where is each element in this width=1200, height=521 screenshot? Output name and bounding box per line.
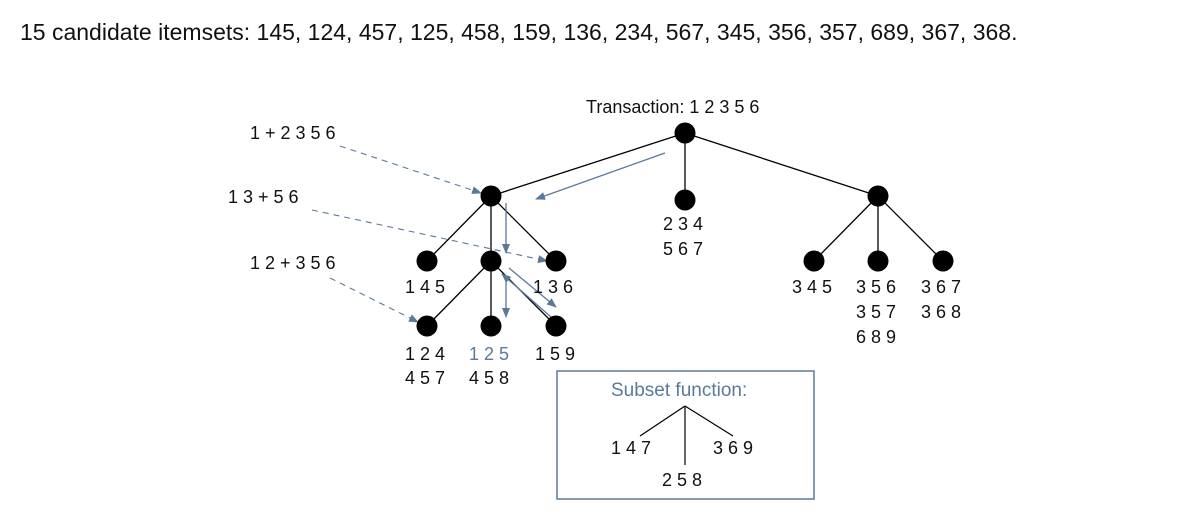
arrow-prefix-12: [329, 277, 419, 323]
edge-lm-l: [426, 260, 492, 327]
arrow-root-to-left: [535, 152, 666, 200]
node-367: [932, 250, 954, 272]
subset-branch-147: 1 4 7: [611, 438, 652, 458]
leaf-145: 1 4 5: [405, 277, 446, 297]
leaf-234-line2: 5 6 7: [663, 239, 704, 259]
prefix-label-12: 1 2 + 3 5 6: [250, 253, 336, 273]
subset-function-box: [556, 370, 815, 500]
node-145: [416, 250, 438, 272]
leaf-356-line1: 3 5 6: [856, 277, 897, 297]
edge-r-l: [813, 195, 879, 262]
subset-branch-right: [684, 405, 734, 437]
subset-branches: [639, 405, 734, 465]
prefix-arrows: [311, 145, 548, 323]
leaf-367-line2: 3 6 8: [921, 302, 962, 322]
edge-l-r: [490, 195, 557, 262]
leaf-356-line3: 6 8 9: [856, 327, 897, 347]
subset-branch-left: [639, 405, 686, 437]
leaf-159: 1 5 9: [535, 344, 576, 364]
arrow-prefix-1: [339, 145, 482, 194]
leaf-345: 3 4 5: [792, 277, 833, 297]
prefix-label-13: 1 3 + 5 6: [228, 187, 299, 207]
node-159: [545, 315, 567, 337]
node-mid: [674, 189, 696, 211]
arrow-prefix-13: [311, 209, 548, 264]
node-136: [545, 250, 567, 272]
prefix-label-1: 1 + 2 3 5 6: [250, 123, 336, 143]
leaf-125-line2: 4 5 8: [469, 368, 510, 388]
subset-branch-258: 2 5 8: [662, 470, 703, 490]
tree-nodes: [416, 122, 954, 337]
leaf-124-line1: 1 2 4: [405, 344, 446, 364]
node-left: [480, 185, 502, 207]
node-124: [416, 315, 438, 337]
node-356: [867, 250, 889, 272]
arrow-159-to-mid: [501, 273, 552, 318]
node-left-mid: [480, 250, 502, 272]
arrow-mid-to-159: [508, 267, 557, 308]
subset-branch-369: 3 6 9: [713, 438, 754, 458]
leaf-136: 1 3 6: [533, 277, 574, 297]
node-right: [867, 185, 889, 207]
candidate-itemsets-heading: 15 candidate itemsets: 145, 124, 457, 12…: [20, 19, 1018, 45]
leaf-125-line1: 1 2 5: [469, 344, 510, 364]
leaf-367-line1: 3 6 7: [921, 277, 962, 297]
leaf-356-line2: 3 5 7: [856, 302, 897, 322]
leaf-234-line1: 2 3 4: [663, 214, 704, 234]
node-125: [480, 315, 502, 337]
subset-function-title: Subset function:: [611, 380, 748, 401]
traversal-arrows: [501, 152, 666, 318]
edge-root-right: [684, 132, 879, 197]
edge-r-r: [877, 195, 944, 262]
edge-l-l: [426, 195, 492, 262]
node-345: [803, 250, 825, 272]
edge-root-left: [490, 132, 686, 197]
leaf-124-line2: 4 5 7: [405, 368, 446, 388]
root-node: [674, 122, 696, 144]
transaction-label: Transaction: 1 2 3 5 6: [586, 97, 760, 117]
